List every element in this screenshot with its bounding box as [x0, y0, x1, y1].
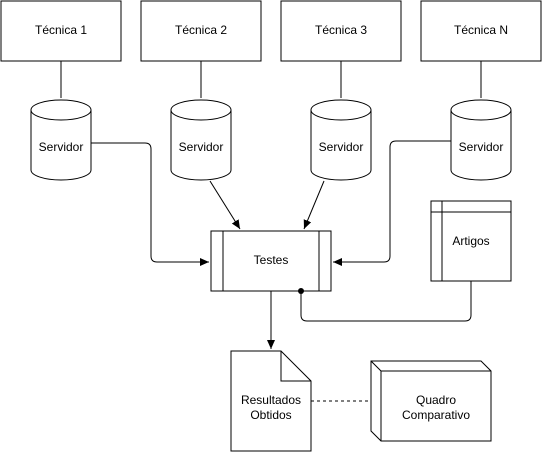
server-label-3: Servidor: [319, 140, 364, 154]
results-label-line1: Resultados: [241, 393, 301, 407]
results-document: Resultados Obtidos: [230, 350, 312, 452]
technique-box-1: Técnica 1: [0, 0, 122, 62]
technique-box-n: Técnica N: [420, 0, 542, 62]
articles-label: Artigos: [452, 234, 489, 248]
arrow-server-2-to-tests: [209, 180, 241, 230]
server-label-1: Servidor: [39, 140, 84, 154]
arrow-server-1-to-tests: [91, 142, 209, 266]
technique-box-3: Técnica 3: [280, 0, 402, 62]
connector-dot: [298, 288, 304, 294]
technique-label-2: Técnica 2: [175, 23, 227, 37]
connector-articles-to-tests: [300, 281, 472, 322]
server-label-2: Servidor: [179, 140, 224, 154]
server-label-n: Servidor: [459, 140, 504, 154]
arrow-server-3-to-tests: [303, 180, 325, 230]
server-cylinder-n: Servidor: [450, 99, 512, 181]
technique-label-3: Técnica 3: [315, 23, 367, 37]
technique-box-2: Técnica 2: [140, 0, 262, 62]
server-cylinder-1: Servidor: [30, 99, 92, 181]
technique-label-1: Técnica 1: [35, 23, 87, 37]
articles-storage-box: Artigos: [430, 200, 512, 282]
comparison-cube: Quadro Comparativo: [370, 360, 492, 442]
server-cylinder-2: Servidor: [170, 99, 232, 181]
tests-label: Testes: [254, 253, 289, 267]
arrow-server-n-to-tests: [333, 140, 451, 266]
technique-label-n: Técnica N: [454, 23, 508, 37]
server-cylinder-3: Servidor: [310, 99, 372, 181]
comparison-label-line1: Quadro: [416, 393, 456, 407]
comparison-label-line2: Comparativo: [402, 408, 470, 422]
results-label-line2: Obtidos: [250, 408, 291, 422]
tests-process-box: Testes: [210, 230, 332, 292]
